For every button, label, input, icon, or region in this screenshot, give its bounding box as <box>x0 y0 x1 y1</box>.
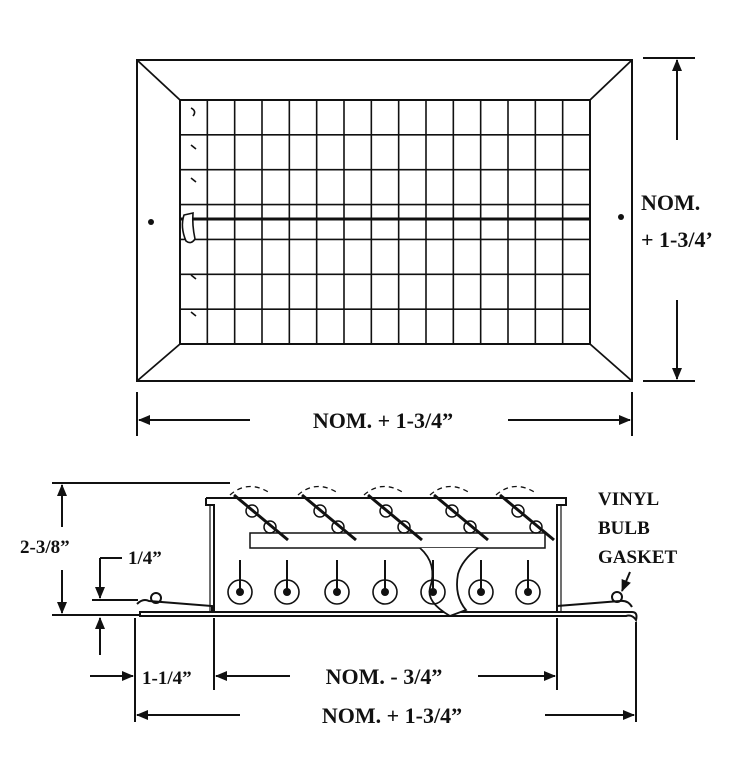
blade-swing-arc <box>229 485 271 496</box>
front-height-label-line2: + 1-3/4’ <box>641 227 713 252</box>
front-height-dimension <box>643 57 695 382</box>
blade-hinge <box>331 520 345 534</box>
inner-width-dimension <box>213 618 558 690</box>
blade-hinge <box>529 520 543 534</box>
inner-width-label: NOM. - 3/4” <box>326 664 443 689</box>
blade-hinge <box>397 520 411 534</box>
blade-hinge <box>313 504 327 518</box>
blade-swing-arc <box>429 485 471 496</box>
blade-hinge <box>445 504 459 518</box>
front-height-label-line1: NOM. <box>641 190 700 215</box>
damper-blade <box>367 493 423 542</box>
right-flange <box>556 599 633 608</box>
outer-width-dimension <box>136 622 637 722</box>
blade-pivots <box>227 560 541 605</box>
outer-width-label: NOM. + 1-3/4” <box>322 703 462 728</box>
left-flange <box>136 599 213 612</box>
flange-width-dimension <box>90 618 136 722</box>
damper-blades <box>229 485 555 542</box>
blade-hinge <box>463 520 477 534</box>
damper-blade <box>499 493 555 542</box>
blade-hinge <box>263 520 277 534</box>
blade-hinge <box>245 504 259 518</box>
damper-blade <box>233 493 289 542</box>
gasket-label-line1: VINYL <box>598 489 659 510</box>
overall-height-label: 2-3/8” <box>20 537 70 558</box>
blade-hinge <box>379 504 393 518</box>
left-vinyl-bulb-gasket <box>150 592 162 604</box>
damper-blade <box>433 493 489 542</box>
blade-hinge <box>511 504 525 518</box>
front-view <box>136 59 633 382</box>
front-width-dimension <box>136 392 633 436</box>
right-vinyl-bulb-gasket <box>611 591 623 603</box>
blade-swing-arc <box>297 485 339 496</box>
damper-blade <box>301 493 357 542</box>
flange-width-label: 1-1/4” <box>142 668 192 689</box>
register-face-frame <box>136 59 633 382</box>
side-bottom-face <box>139 611 638 623</box>
frame-bevel-lines <box>136 59 633 382</box>
blade-swing-arc <box>495 485 537 496</box>
gasket-leader <box>621 571 631 592</box>
side-height-dimension <box>52 482 230 616</box>
register-grille-opening <box>179 99 591 345</box>
damper-handle <box>419 547 479 617</box>
grille-grid <box>180 100 590 344</box>
gasket-label-line2: BULB <box>598 518 650 539</box>
blade-swing-arc <box>363 485 405 496</box>
offset-label: 1/4” <box>128 548 162 569</box>
front-width-label: NOM. + 1-3/4” <box>313 408 453 433</box>
gasket-label-line3: GASKET <box>598 547 678 568</box>
damper-linkage-bar <box>249 532 546 549</box>
offset-dimension <box>92 557 138 655</box>
damper-lever <box>181 107 197 317</box>
side-view <box>136 485 638 623</box>
right-screw-hole <box>618 214 624 220</box>
left-screw-hole <box>148 219 154 225</box>
